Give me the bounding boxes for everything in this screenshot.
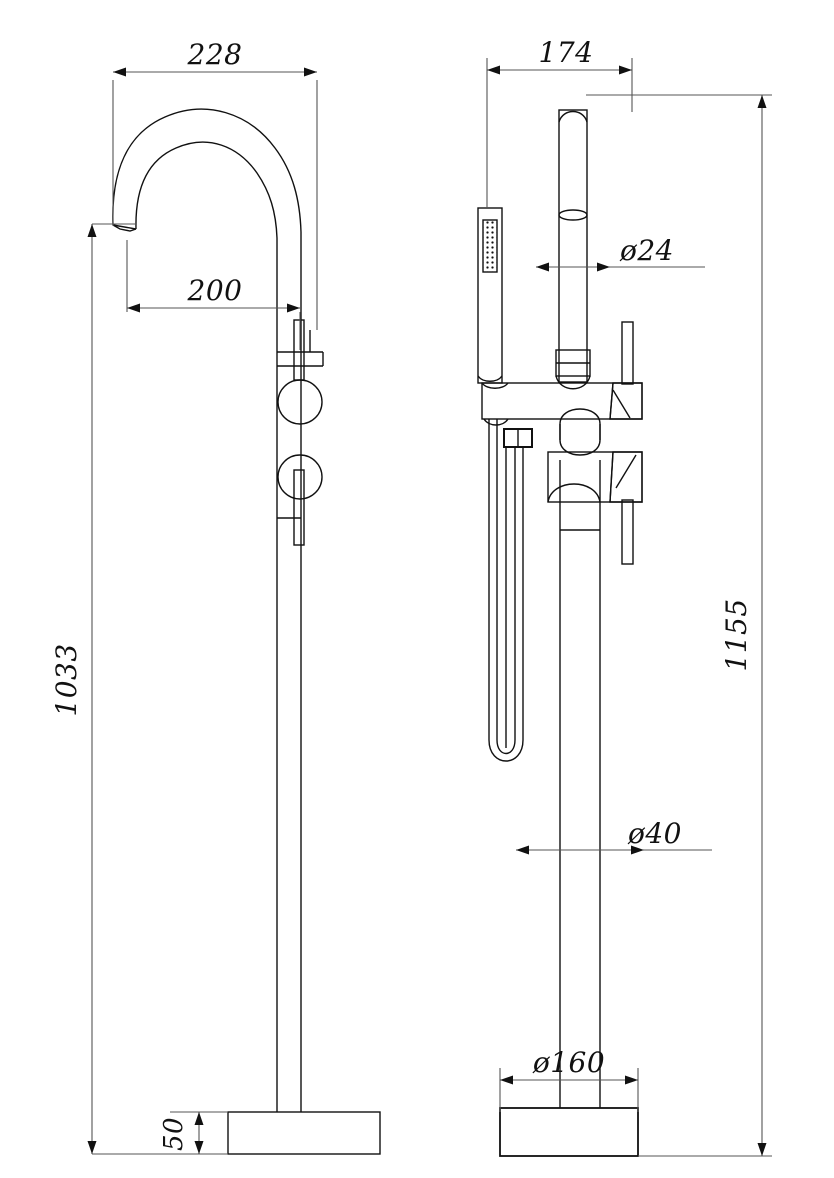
dim-label-d40: ø40	[627, 817, 682, 850]
lever-handle-upper-plate	[609, 382, 643, 420]
dimension-lines	[87, 58, 772, 1157]
handle-lower-knob	[277, 454, 323, 500]
hose-top-collar	[483, 418, 509, 426]
dimension-labels: 228 200 1033 50 174 ø24 ø40 ø160 1155	[50, 36, 753, 1151]
handshower-spray-face	[483, 220, 497, 272]
lever-handle-lower-diagonal	[609, 451, 614, 503]
lever-handle-lower-plate	[609, 451, 643, 503]
valve-body-lower	[547, 451, 643, 503]
valve-body-upper-left-cap	[481, 382, 509, 389]
handshower-bottom-cap	[477, 375, 503, 382]
dim-label-1155: 1155	[720, 598, 753, 671]
cartridge-body	[559, 408, 601, 456]
spout-outlet-lip	[112, 224, 137, 232]
shower-riser-pipe	[558, 109, 588, 383]
spout-outlet-edge	[112, 224, 137, 230]
lever-handle-upper-stem	[621, 321, 634, 385]
dim-label-200: 200	[187, 274, 243, 307]
dim-label-228: 228	[187, 38, 243, 71]
hose-outer	[488, 419, 524, 762]
base-plate-right-view	[499, 1107, 639, 1157]
shower-riser-joint	[558, 209, 588, 221]
spout-inner-arc	[135, 141, 278, 330]
handshower-spray-face-outline	[482, 219, 498, 273]
spout-outer-arc	[112, 108, 302, 330]
valve-body-upper	[481, 382, 643, 420]
left-view-geometry	[112, 108, 381, 1155]
shower-riser-collar-base	[555, 375, 591, 390]
lever-handle-upper-diagonal	[609, 382, 614, 420]
valve-body-lower-cap	[547, 483, 601, 503]
shower-riser-top-cap	[558, 110, 588, 123]
hose-inner	[496, 419, 516, 755]
right-view-geometry	[477, 109, 643, 1157]
handle-lower-stem	[293, 469, 305, 546]
lever-handle-upper-slant	[612, 389, 631, 419]
dim-label-174: 174	[539, 36, 594, 69]
dim-label-d160: ø160	[532, 1046, 605, 1079]
base-plate-left-view	[227, 1111, 381, 1155]
handle-upper-knob	[277, 379, 323, 425]
dim-label-50: 50	[159, 1117, 189, 1151]
handle-upper-stem	[293, 319, 305, 381]
dim-label-1033: 1033	[50, 643, 83, 716]
dim-label-d24: ø24	[619, 234, 674, 267]
lever-handle-lower-slant	[615, 454, 637, 489]
lever-handle-lower-stem	[621, 499, 634, 565]
